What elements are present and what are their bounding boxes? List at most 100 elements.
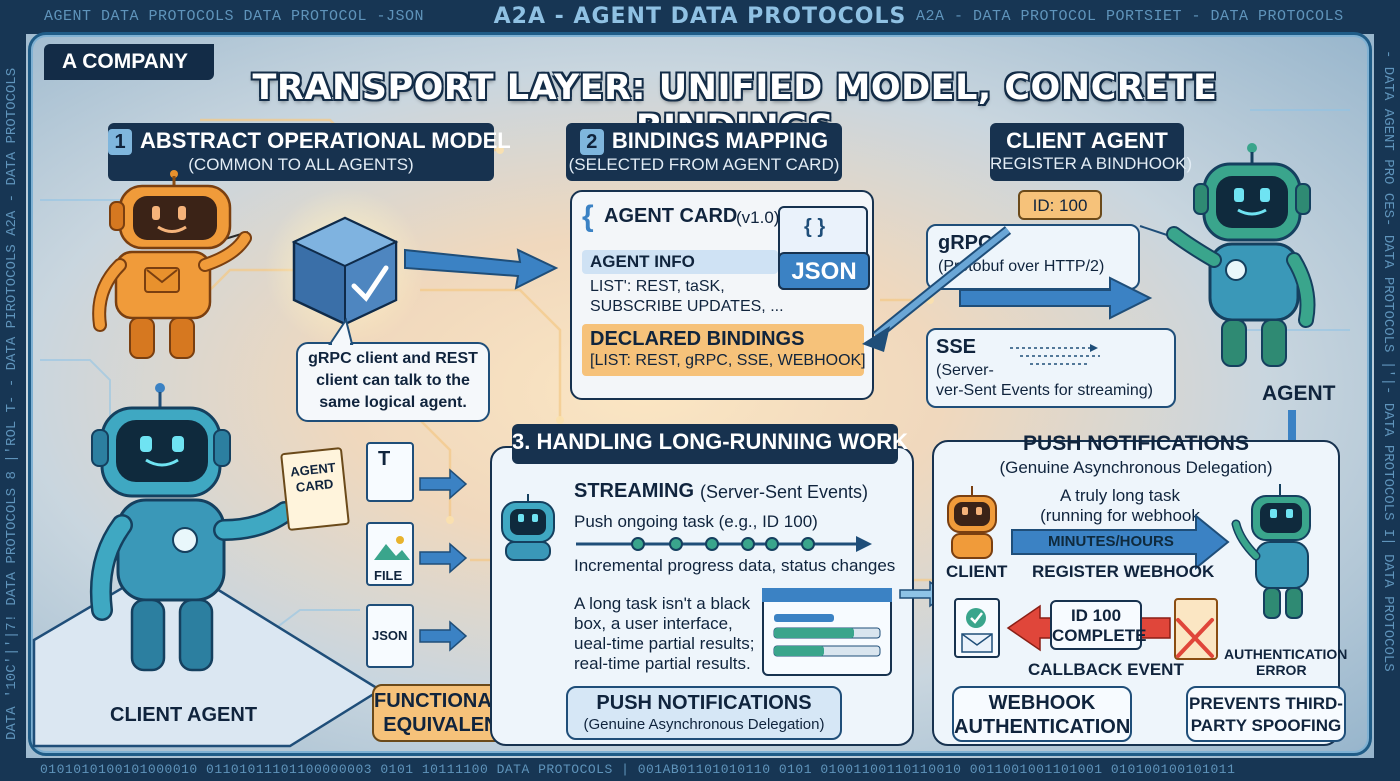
long-task-line-2: box, a user interface, <box>574 614 733 633</box>
json-braces-glyph: { } <box>804 216 826 238</box>
agent-info-line-1: LIST': REST, taSK, <box>590 278 725 295</box>
progress-text: Incremental progress data, status change… <box>574 556 896 575</box>
push-panel-title: PUSH NOTIFICATIONS <box>1023 432 1249 455</box>
speech-line-1: gRPC client and REST <box>308 350 478 367</box>
speech-line-3: same logical agent. <box>319 394 467 411</box>
callback-label: CALLBACK EVENT <box>1028 660 1184 679</box>
top-strip-left-text: AGENT DATA PROTOCOLS DATA PROTOCOL -JSON <box>44 8 425 25</box>
left-strip <box>0 34 26 758</box>
push-panel-subtitle: (Genuine Asynchronous Delegation) <box>999 458 1273 477</box>
json-badge-text: JSON <box>791 258 857 285</box>
section2-number: 2 <box>579 129 604 155</box>
top-strip-right-text: A2A - DATA PROTOCOL PORTSIET - DATA PROT… <box>916 8 1344 25</box>
section1-header: 1 ABSTRACT OPERATIONAL MODEL (COMMON TO A… <box>108 123 511 181</box>
right-strip <box>1374 34 1400 758</box>
declared-bindings-bar: DECLARED BINDINGS [LIST: REST, gRPC, SSE… <box>582 324 866 376</box>
push-long-task-2: (running for webhook <box>1040 506 1200 525</box>
agent-label: AGENT <box>1262 382 1336 405</box>
bottom-strip-text: 0101010100101000010 01101011101100000003… <box>40 762 1236 777</box>
section3-header: 3. HANDLING LONG-RUNNING WORK <box>512 424 908 464</box>
webhook-auth-line-2: AUTHENTICATION <box>954 716 1131 738</box>
json-file-icon: JSON <box>366 604 414 668</box>
equivalent-line-1: FUNCTIONALLY <box>374 690 528 712</box>
section1-subtitle: (COMMON TO ALL AGENTS) <box>188 155 414 174</box>
sse-desc-1: (Server- <box>936 362 994 379</box>
declared-bindings-label: DECLARED BINDINGS <box>590 328 805 350</box>
bottom-strip <box>0 758 1400 781</box>
client-agent-label: CLIENT AGENT <box>110 704 258 726</box>
json-file-label: JSON <box>372 628 408 643</box>
image-file-label: FILE <box>374 568 403 583</box>
grpc-desc: (Protobuf over HTTP/2) <box>938 258 1105 275</box>
agent-info-line-2: SUBSCRIBE UPDATES, ... <box>590 298 784 315</box>
section1-title: ABSTRACT OPERATIONAL MODEL <box>140 128 511 153</box>
minutes-label: MINUTES/HOURS <box>1048 533 1174 550</box>
id-tag: ID: 100 <box>1018 190 1102 220</box>
main-frame <box>28 32 1372 756</box>
sse-label: SSE <box>936 336 977 358</box>
equivalent-line-2: EQUIVALENT <box>383 714 511 736</box>
client-panel-title: CLIENT AGENT <box>1006 128 1168 153</box>
id-complete-line-2: COMPLETE <box>1052 626 1147 645</box>
long-task-line-1: A long task isn't a black <box>574 594 751 613</box>
streaming-label: STREAMING <box>574 480 694 502</box>
register-webhook-label: REGISTER WEBHOOK <box>1032 562 1215 581</box>
declared-bindings-list: [LIST: REST, gRPC, SSE, WEBHOOK] <box>590 352 866 369</box>
agent-card-version: (v1.0) <box>736 208 780 227</box>
push-task-text: Push ongoing task (e.g., ID 100) <box>574 512 818 531</box>
section2-title: BINDINGS MAPPING <box>611 128 829 153</box>
prevents-spoofing-box: PREVENTS THIRD- PARTY SPOOFING <box>1186 686 1346 742</box>
prevents-line-1: PREVENTS THIRD- <box>1189 694 1343 713</box>
agent-info-bar: AGENT INFO <box>582 250 778 274</box>
section2-header: 2 BINDINGS MAPPING (SELECTED FROM AGENT C… <box>566 123 842 181</box>
webhook-auth-box: WEBHOOK AUTHENTICATION <box>952 686 1132 742</box>
sse-desc-2: ver-Sent Events for streaming) <box>936 382 1153 399</box>
client-panel-subtitle: REGISTER A BINDHOOK) <box>990 154 1193 173</box>
streaming-paren: (Server-Sent Events) <box>700 482 869 502</box>
client-label: CLIENT <box>946 562 1008 581</box>
webhook-auth-line-1: WEBHOOK <box>988 692 1096 714</box>
push-long-task-1: A truly long task <box>1059 486 1180 505</box>
prevents-line-2: PARTY SPOOFING <box>1190 716 1342 735</box>
top-strip <box>0 0 1400 34</box>
text-file-icon: T <box>366 442 414 502</box>
sse-box: SSE (Server- ver-Sent Events for streami… <box>926 328 1176 408</box>
long-task-line-4: real-time partial results. <box>574 654 751 673</box>
speech-bubble: gRPC client and REST client can talk to … <box>296 342 490 422</box>
section1-number: 1 <box>108 129 132 155</box>
company-label: A COMPANY <box>44 44 214 80</box>
agent-card-title: AGENT CARD <box>604 205 738 227</box>
auth-error-line-1: AUTHENTICATION <box>1224 646 1348 662</box>
section2-subtitle: (SELECTED FROM AGENT CARD) <box>568 155 840 174</box>
brace-glyph: { <box>582 200 594 233</box>
text-file-glyph: T <box>378 448 391 470</box>
long-task-line-3: ueal-time partial results; <box>574 634 755 653</box>
section3-push-box: PUSH NOTIFICATIONS (Genuine Asynchronous… <box>566 686 842 740</box>
section3-title: 3. HANDLING LONG-RUNNING WORK <box>512 429 908 454</box>
id-complete-box: ID 100 COMPLETE <box>1050 600 1147 650</box>
section3-push-sub: (Genuine Asynchronous Delegation) <box>583 716 825 733</box>
agent-info-label: AGENT INFO <box>590 252 695 271</box>
banner-title: A2A - AGENT DATA PROTOCOLS <box>493 4 907 29</box>
client-panel-header: CLIENT AGENT REGISTER A BINDHOOK) <box>990 123 1193 181</box>
auth-error-doc-icon <box>1174 598 1218 660</box>
